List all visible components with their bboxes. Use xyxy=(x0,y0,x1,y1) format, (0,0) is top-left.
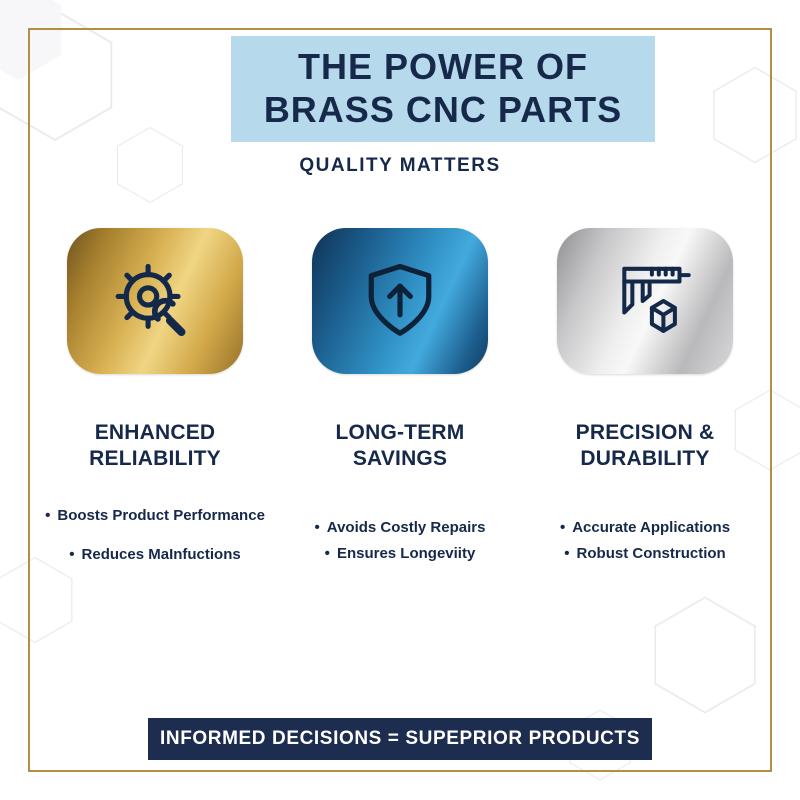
title-banner: THE POWER OF BRASS CNC PARTS xyxy=(231,36,655,143)
page-title: THE POWER OF BRASS CNC PARTS xyxy=(231,45,655,131)
bullet-item: Accurate Applications xyxy=(530,519,760,536)
caliper-cube-icon xyxy=(622,266,691,333)
gear-wrench-icon xyxy=(115,263,186,337)
bullet-item: Ensures Longeviity xyxy=(285,545,515,562)
column-heading: LONG-TERM SAVINGS xyxy=(285,420,515,471)
column-heading: ENHANCED RELIABILITY xyxy=(40,420,270,471)
bullet-list: Avoids Costly Repairs Ensures Longeviity xyxy=(285,519,515,562)
heading-line-2: SAVINGS xyxy=(352,446,448,470)
heading-line-1: LONG-TERM xyxy=(335,421,465,444)
header: THE POWER OF BRASS CNC PARTS QUALITY MAT… xyxy=(0,36,800,177)
feature-columns: ENHANCED RELIABILITY Boosts Product Perf… xyxy=(40,228,760,563)
heading-line-1: PRECISION & xyxy=(575,421,715,444)
column-heading: PRECISION & DURABILITY xyxy=(530,420,760,471)
bullet-item: Boosts Product Performance xyxy=(40,507,270,524)
subtitle: QUALITY MATTERS xyxy=(299,155,501,177)
shield-up-arrow-icon xyxy=(368,263,432,336)
title-line-2: BRASS CNC PARTS xyxy=(263,89,623,131)
title-line-1: THE POWER OF xyxy=(298,46,588,87)
silver-tile xyxy=(557,228,733,374)
blue-tile xyxy=(312,228,488,374)
bullet-item: Robust Construction xyxy=(530,545,760,562)
heading-line-2: RELIABILITY xyxy=(89,446,221,470)
heading-line-1: ENHANCED xyxy=(94,421,216,444)
column-precision-durability: PRECISION & DURABILITY Accurate Applicat… xyxy=(530,228,760,563)
footer-banner: INFORMED DECISIONS = SUPEPRIOR PRODUCTS xyxy=(148,718,652,760)
bullet-list: Boosts Product Performance Reduces MaInf… xyxy=(40,507,270,563)
bullet-item: Avoids Costly Repairs xyxy=(285,519,515,536)
bullet-list: Accurate Applications Robust Constructio… xyxy=(530,519,760,562)
column-enhanced-reliability: ENHANCED RELIABILITY Boosts Product Perf… xyxy=(40,228,270,563)
gold-tile xyxy=(67,228,243,374)
bullet-item: Reduces MaInfuctions xyxy=(40,546,270,563)
heading-line-2: DURABILITY xyxy=(580,446,710,470)
column-long-term-savings: LONG-TERM SAVINGS Avoids Costly Repairs … xyxy=(285,228,515,563)
